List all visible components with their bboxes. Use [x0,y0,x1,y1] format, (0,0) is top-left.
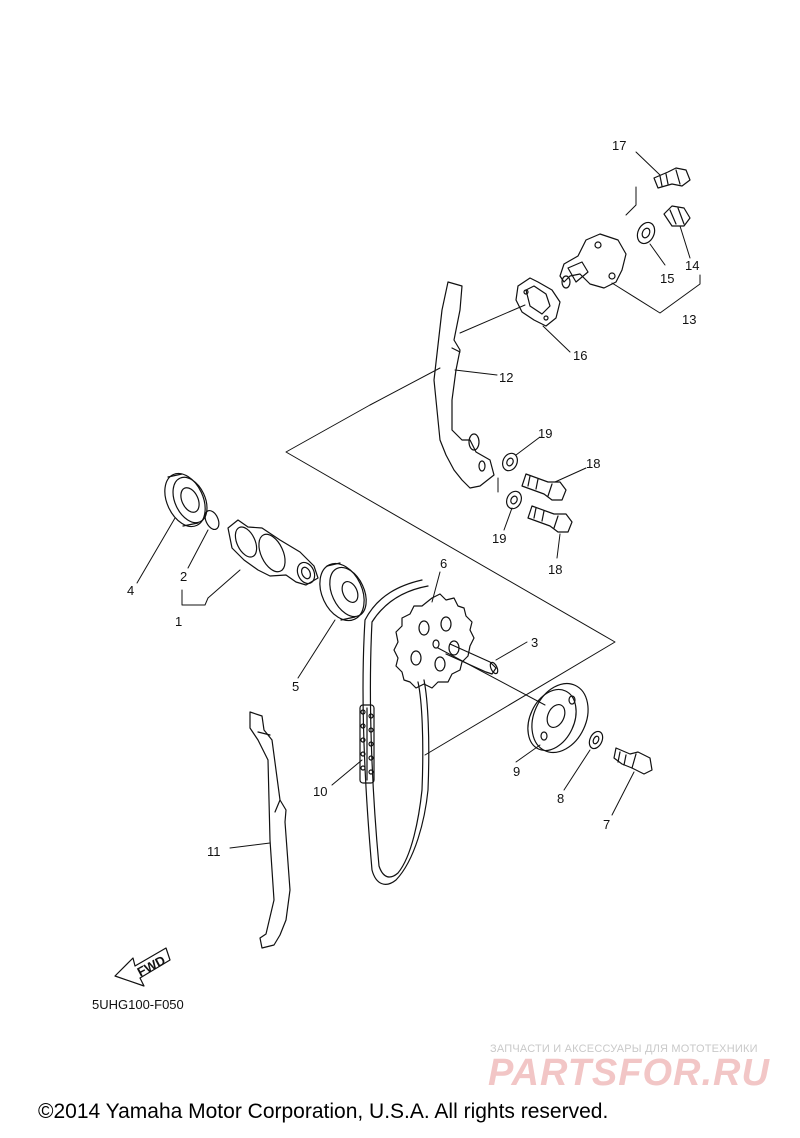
leader-lines [136,151,691,849]
callout-18-upper: 18 [586,456,600,471]
part-9-plate [527,682,589,754]
part-18-bolt-lower [527,505,573,533]
callout-13: 13 [682,312,696,327]
callout-19-upper: 19 [538,426,552,441]
part-16-gasket [515,277,561,327]
copyright-notice: ©2014 Yamaha Motor Corporation, U.S.A. A… [38,1100,609,1123]
fwd-arrow-icon [114,947,171,987]
part-12-tensioner-guide [433,281,495,489]
part-19-washer-upper [502,452,518,472]
part-13-tensioner-body [559,233,627,289]
callout-3: 3 [531,635,538,650]
part-6-cam-sprocket [393,593,475,689]
callout-5: 5 [292,679,299,694]
callout-14: 14 [685,258,699,273]
callout-2: 2 [180,569,187,584]
callout-4: 4 [127,583,134,598]
callout-9: 9 [513,764,520,779]
part-10-cam-chain [359,579,430,885]
callout-6: 6 [440,556,447,571]
callout-16: 16 [573,348,587,363]
part-17-bolt [653,167,691,189]
part-8-washer [588,730,604,750]
callout-17: 17 [612,138,626,153]
callout-11: 11 [207,844,221,859]
callout-labels: 1 2 3 4 5 6 7 8 9 10 11 12 13 14 15 16 1… [127,138,699,859]
part-5-bearing [319,562,367,622]
callout-1: 1 [175,614,182,629]
callout-10: 10 [313,784,327,799]
diagram-code: 5UHG100-F050 [92,997,184,1012]
part-3-pin [445,643,499,675]
callout-7: 7 [603,817,610,832]
part-7-bolt [613,747,653,775]
callout-8: 8 [557,791,564,806]
part-14-bolt [663,205,691,227]
part-18-bolt-upper [521,473,567,501]
callout-12: 12 [499,370,513,385]
callout-15: 15 [660,271,674,286]
watermark-brand: PARTSFOR.RU [488,1052,770,1094]
part-19-washer-lower [506,490,522,510]
part-2-circlip [204,509,220,531]
watermark-tagline: ЗАПЧАСТИ И АКСЕССУАРЫ ДЛЯ МОТОТЕХНИКИ [490,1043,758,1055]
fwd-label: FWD [135,952,168,979]
reference-lines [181,186,701,756]
part-11-chain-guide [249,711,291,949]
part-15-washer [636,221,656,245]
callout-18-lower: 18 [548,562,562,577]
part-4-bearing [164,472,208,528]
callout-19-lower: 19 [492,531,506,546]
part-1-camshaft [227,519,319,586]
